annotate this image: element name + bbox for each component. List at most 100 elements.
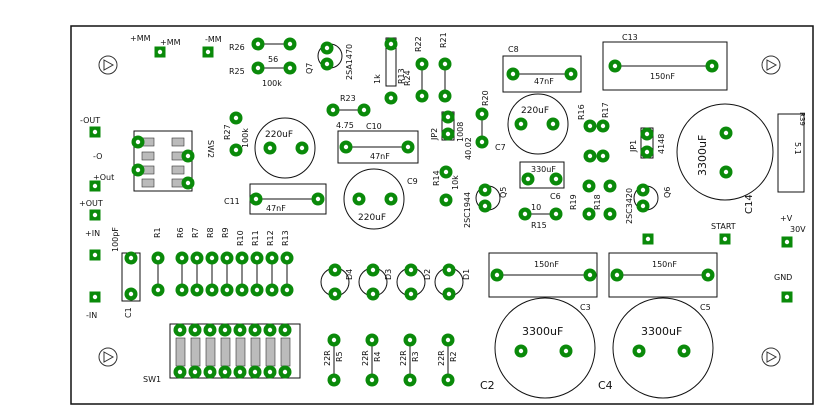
r4-value: 22R — [361, 350, 370, 366]
r23-value: 4.75 — [336, 121, 354, 130]
diode-pad — [328, 287, 342, 301]
sw1-label: SW1 — [143, 375, 161, 384]
c8-value: 47nF — [534, 77, 554, 86]
r21-label: R21 — [439, 32, 448, 48]
resistor-bank-pad — [151, 283, 165, 297]
c11-pad — [311, 192, 325, 206]
c5-pad — [610, 268, 624, 282]
r12-label: R12 — [266, 230, 275, 246]
plus-out-small-pad — [88, 179, 102, 193]
q5-pad — [478, 183, 492, 197]
r3-label: R3 — [411, 351, 420, 362]
c10-value: 47nF — [370, 152, 390, 161]
r15-value: 10 — [531, 203, 541, 212]
label-plus-v: +V — [780, 214, 793, 223]
r19-pad — [582, 207, 596, 221]
d2-label: D2 — [423, 269, 432, 280]
r22r-pad — [365, 373, 379, 387]
r13-value: 1k — [373, 74, 382, 84]
jp2-label: JP2 — [430, 128, 439, 141]
q7-label: Q7 — [305, 63, 314, 74]
minus-out-pad — [88, 125, 102, 139]
r17-pad — [596, 149, 610, 163]
diode-pad — [328, 263, 342, 277]
r13-pad — [384, 37, 398, 51]
r18-pad — [603, 207, 617, 221]
c3-pad — [490, 268, 504, 282]
d4-label: D4 — [345, 269, 354, 280]
resistor-bank-pad — [175, 283, 189, 297]
q6-value: 2SC3420 — [625, 188, 634, 224]
resistor-bank-pad — [220, 251, 234, 265]
r11-label: R11 — [251, 230, 260, 246]
jp1-pad — [640, 145, 654, 159]
resistor-bank-pad — [190, 251, 204, 265]
c11-label: C11 — [224, 197, 240, 206]
gnd-pad — [780, 290, 794, 304]
r16-pad — [583, 119, 597, 133]
d3-label: D3 — [384, 269, 393, 280]
c8-label: C8 — [508, 45, 519, 54]
resistor-bank-pad — [280, 251, 294, 265]
c5-pad — [701, 268, 715, 282]
r27-label: R27 — [223, 124, 232, 140]
r5-label: R5 — [335, 351, 344, 362]
c6-pad — [521, 172, 535, 186]
sw1-pad — [173, 365, 187, 379]
r5-value: 22R — [323, 350, 332, 366]
start-pad — [718, 232, 732, 246]
r27-value: 100k — [241, 128, 250, 148]
q5-pad — [478, 199, 492, 213]
label-minus-o: -O — [93, 152, 102, 161]
r22r-pad — [327, 373, 341, 387]
r4-label: R4 — [373, 351, 382, 362]
r17-label: R17 — [601, 102, 610, 118]
c6-label: C6 — [550, 192, 561, 201]
r24-label: R24 — [403, 70, 412, 86]
r22-pad — [415, 57, 429, 71]
label-minus-out: -OUT — [80, 116, 100, 125]
c11-value: 47nF — [266, 204, 286, 213]
plus-v-pad — [780, 235, 794, 249]
c7-value: 220uF — [521, 106, 549, 116]
resistor-bank-pad — [205, 283, 219, 297]
r17-pad — [596, 119, 610, 133]
c2-pad — [559, 344, 573, 358]
c7-pad — [546, 117, 560, 131]
sw2-label: SW2 — [206, 140, 215, 158]
r20-label: R20 — [481, 90, 490, 106]
c2-label: C2 — [480, 379, 495, 392]
minus-in-pad — [88, 290, 102, 304]
r6-label: R6 — [176, 227, 185, 238]
c12-pad — [295, 141, 309, 155]
r22r-pad — [403, 333, 417, 347]
r10-label: R10 — [236, 230, 245, 246]
r23-pad — [357, 103, 371, 117]
terminal-pad — [641, 232, 655, 246]
sw1-pad — [248, 323, 262, 337]
c2-pad — [514, 344, 528, 358]
diode-pad — [404, 287, 418, 301]
c5-value: 150nF — [652, 260, 677, 269]
c7-label: C7 — [495, 143, 506, 152]
sw1-pad — [203, 365, 217, 379]
r26-value: 56 — [268, 55, 278, 64]
plus-in-pad — [88, 248, 102, 262]
r9-label: R9 — [221, 227, 230, 238]
r3-value: 22R — [399, 350, 408, 366]
label-plus-out: +OUT — [79, 199, 103, 208]
r20-value: 40.02 — [464, 137, 473, 160]
r22-label: R22 — [414, 36, 423, 52]
c3-pad — [583, 268, 597, 282]
r7-label: R7 — [191, 227, 200, 238]
c8-pad — [506, 67, 520, 81]
resistor-bank-pad — [235, 251, 249, 265]
c1-pad — [124, 287, 138, 301]
r13-pad — [384, 91, 398, 105]
c12-value: 220uF — [265, 130, 293, 140]
sw1-pad — [188, 323, 202, 337]
diode-pad — [366, 287, 380, 301]
sw2-pad — [131, 135, 145, 149]
resistor-bank-pad — [175, 251, 189, 265]
